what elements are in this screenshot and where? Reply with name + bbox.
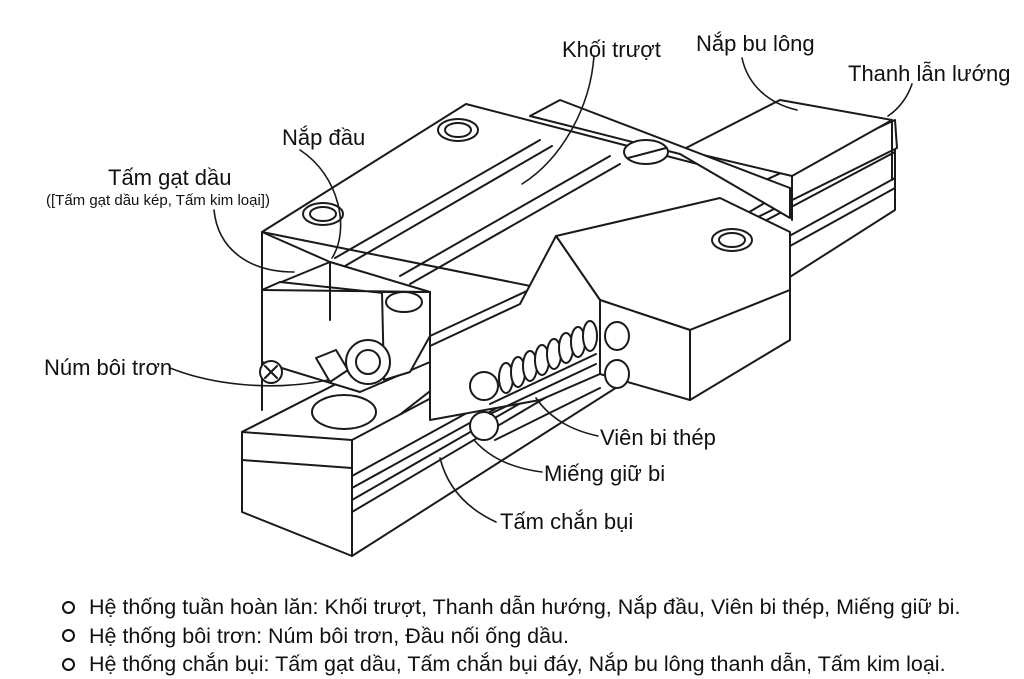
leader-mieng-giu-bi xyxy=(473,439,543,473)
circle-bullet-icon xyxy=(62,657,75,671)
label-nap-dau: Nắp đầu xyxy=(282,125,366,150)
legend-item-rolling-circulation: Hệ thống tuần hoàn lăn: Khối trượt, Than… xyxy=(62,593,960,622)
label-tam-gat-dau: Tấm gạt dầu xyxy=(108,165,232,190)
leader-num-boi-tron xyxy=(169,367,329,387)
circle-bullet-icon xyxy=(62,629,75,643)
steel-balls xyxy=(469,320,601,441)
legend-item-dust-protection: Hệ thống chắn bụi: Tấm gạt dầu, Tấm chắn… xyxy=(62,650,960,679)
leader-nap-bu-long xyxy=(741,57,798,111)
leader-vien-bi-thep xyxy=(535,397,599,437)
label-num-boi-tron: Núm bôi trơn xyxy=(44,355,173,380)
end-cap xyxy=(261,261,431,411)
leader-tam-gat-dau xyxy=(213,209,295,273)
leader-thanh-lan-luong xyxy=(887,83,913,117)
legend-text: Hệ thống tuần hoàn lăn: Khối trượt, Than… xyxy=(89,595,961,619)
slider-block xyxy=(261,99,791,421)
label-mieng-giu-bi: Miếng giữ bi xyxy=(544,461,666,486)
legend-text: Hệ thống chắn bụi: Tấm gạt dầu, Tấm chắn… xyxy=(89,652,946,676)
legend-text: Hệ thống bôi trơn: Núm bôi trơn, Đầu nối… xyxy=(89,623,569,648)
label-nap-bu-long: Nắp bu lông xyxy=(696,31,815,56)
label-vien-bi-thep: Viên bi thép xyxy=(600,425,716,450)
label-thanh-lan-luong: Thanh lẫn lướng xyxy=(848,61,1011,86)
circle-bullet-icon xyxy=(62,600,75,614)
leader-nap-dau xyxy=(299,149,342,259)
linear-guide-diagram xyxy=(169,55,913,557)
leader-lines xyxy=(169,55,913,523)
legend-item-lubrication: Hệ thống bôi trơn: Núm bôi trơn, Đầu nối… xyxy=(62,622,960,651)
label-tam-gat-dau-sub: ([Tấm gạt dầu kép, Tấm kim loại]) xyxy=(46,192,270,209)
system-legend: Hệ thống tuần hoàn lăn: Khối trượt, Than… xyxy=(62,593,960,679)
leader-tam-chan-bui xyxy=(439,457,497,523)
label-khoi-truot: Khối trượt xyxy=(562,37,661,62)
leader-khoi-truot xyxy=(521,55,595,185)
grease-nipple xyxy=(259,339,391,385)
label-tam-chan-bui: Tấm chắn bụi xyxy=(500,509,634,534)
